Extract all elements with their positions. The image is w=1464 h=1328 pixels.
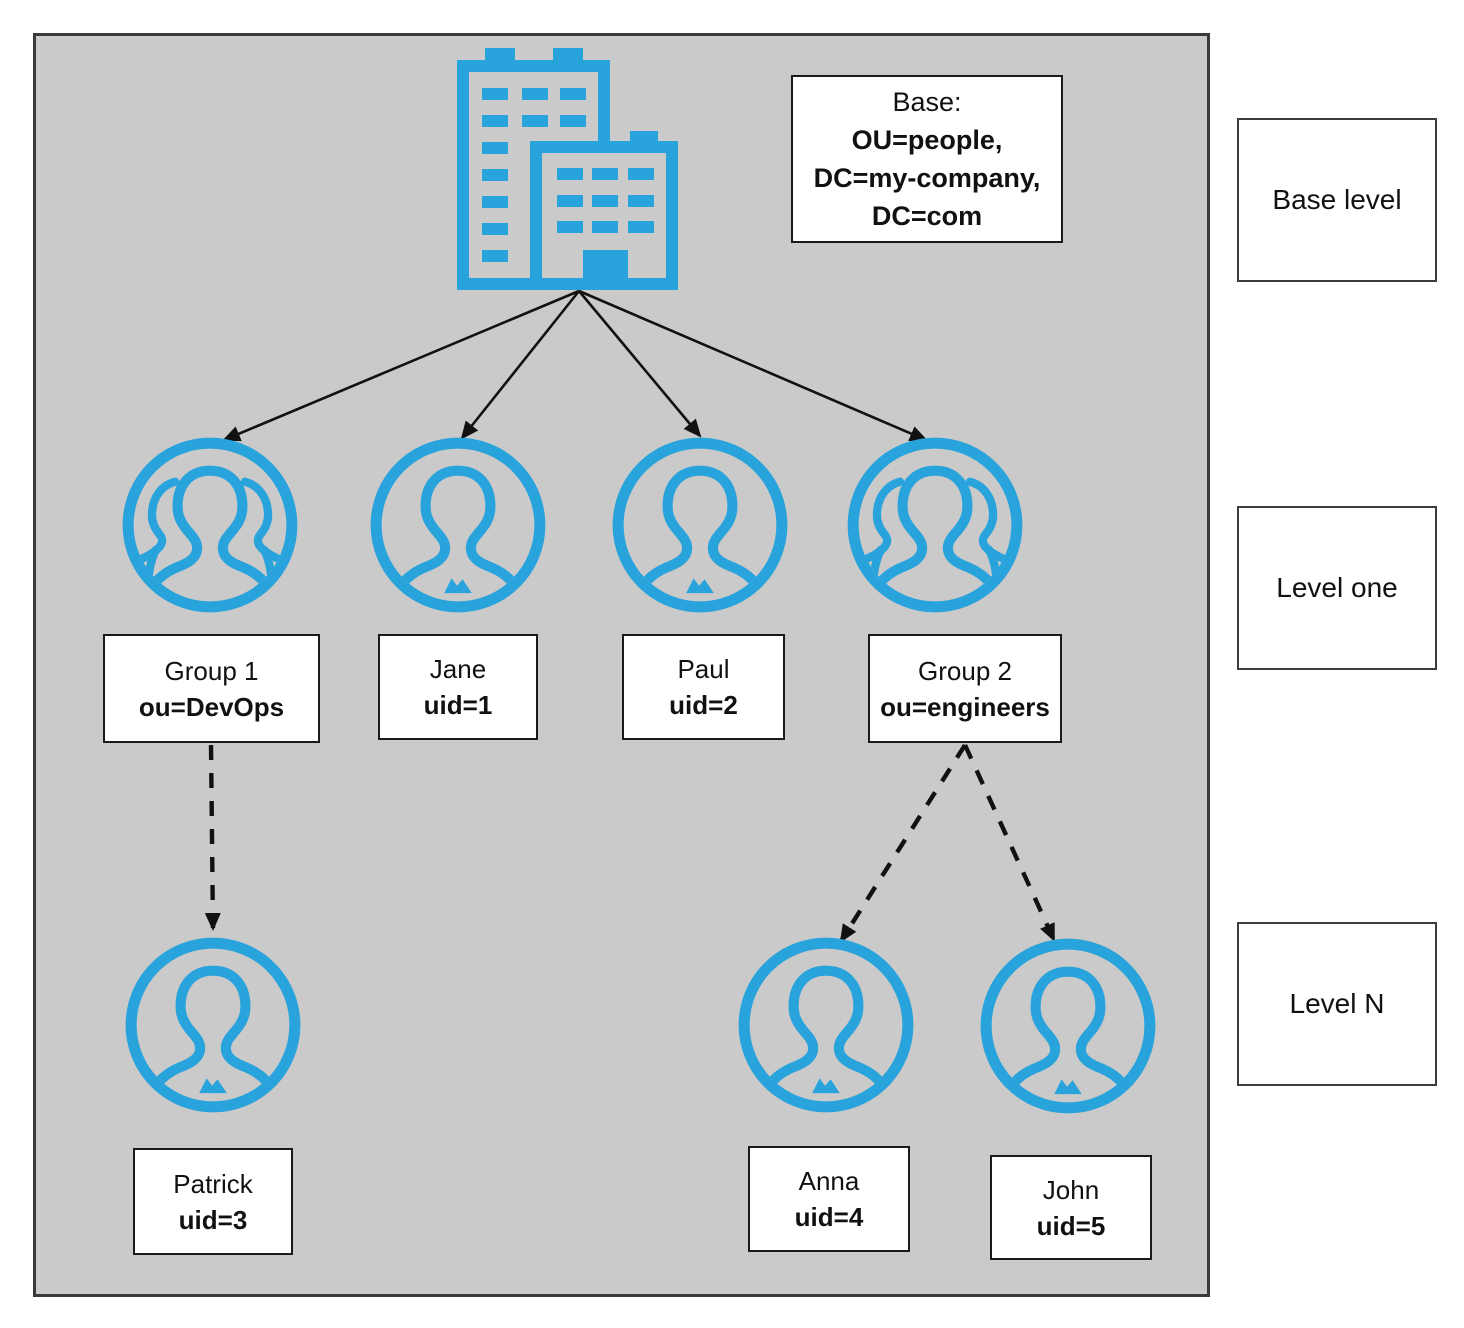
arrow-base-to-paul [578, 290, 702, 438]
node-label-jane: Jane uid=1 [378, 634, 538, 740]
group-icon-group2 [849, 443, 1022, 610]
node-label-group2: Group 2 ou=engineers [868, 634, 1062, 743]
arrow-group2-to-anna [839, 743, 967, 943]
arrow-base-to-group1 [222, 289, 580, 442]
person-icon-paul [618, 443, 782, 610]
node-name: Group 2 [918, 655, 1012, 686]
solid-arrows [222, 289, 928, 442]
legend-base-level-label: Base level [1272, 184, 1402, 215]
node-attr: ou=DevOps [138, 691, 285, 722]
node-name: Group 1 [164, 655, 259, 686]
node-attr: uid=2 [669, 690, 738, 720]
arrow-group2-to-john [962, 744, 1057, 942]
arrow-base-to-jane [460, 290, 581, 440]
group-icon-group1 [124, 443, 297, 610]
dashed-arrows [204, 743, 1057, 943]
legend-level-n-label: Level N [1289, 988, 1385, 1019]
base-dn-dc1: DC=my-company, [813, 163, 1041, 193]
node-attr: ou=engineers [880, 691, 1050, 722]
legend-level-one-label: Level one [1276, 572, 1398, 603]
person-icon-john [986, 944, 1150, 1111]
node-label-group1: Group 1 ou=DevOps [103, 634, 320, 743]
node-name: Anna [798, 1166, 860, 1196]
arrow-base-to-group2 [578, 289, 928, 442]
node-label-paul: Paul uid=2 [622, 634, 785, 740]
node-name: Paul [677, 654, 730, 684]
base-dn-box: Base: OU=people, DC=my-company, DC=com [791, 75, 1063, 243]
base-dn-title: Base: [892, 87, 962, 117]
node-label-anna: Anna uid=4 [748, 1146, 910, 1252]
node-name: Patrick [173, 1168, 253, 1199]
person-icon-patrick [131, 943, 295, 1110]
node-name: John [1042, 1174, 1100, 1205]
base-dn-dc2: DC=com [871, 201, 983, 231]
legend-level-n: Level N [1237, 922, 1437, 1086]
node-attr: uid=5 [1036, 1210, 1106, 1241]
node-name: Jane [429, 654, 487, 684]
node-label-john: John uid=5 [990, 1155, 1152, 1260]
node-attr: uid=3 [178, 1204, 248, 1235]
node-attr: uid=1 [423, 690, 493, 720]
legend-base-level: Base level [1237, 118, 1437, 282]
node-label-patrick: Patrick uid=3 [133, 1148, 293, 1255]
person-icon-anna [744, 943, 908, 1110]
legend-level-one: Level one [1237, 506, 1437, 670]
person-icon-jane [376, 443, 540, 610]
arrow-group1-to-patrick [204, 744, 221, 931]
base-dn-ou: OU=people, [851, 125, 1003, 155]
organization-building-icon [457, 48, 678, 290]
node-attr: uid=4 [794, 1202, 864, 1232]
